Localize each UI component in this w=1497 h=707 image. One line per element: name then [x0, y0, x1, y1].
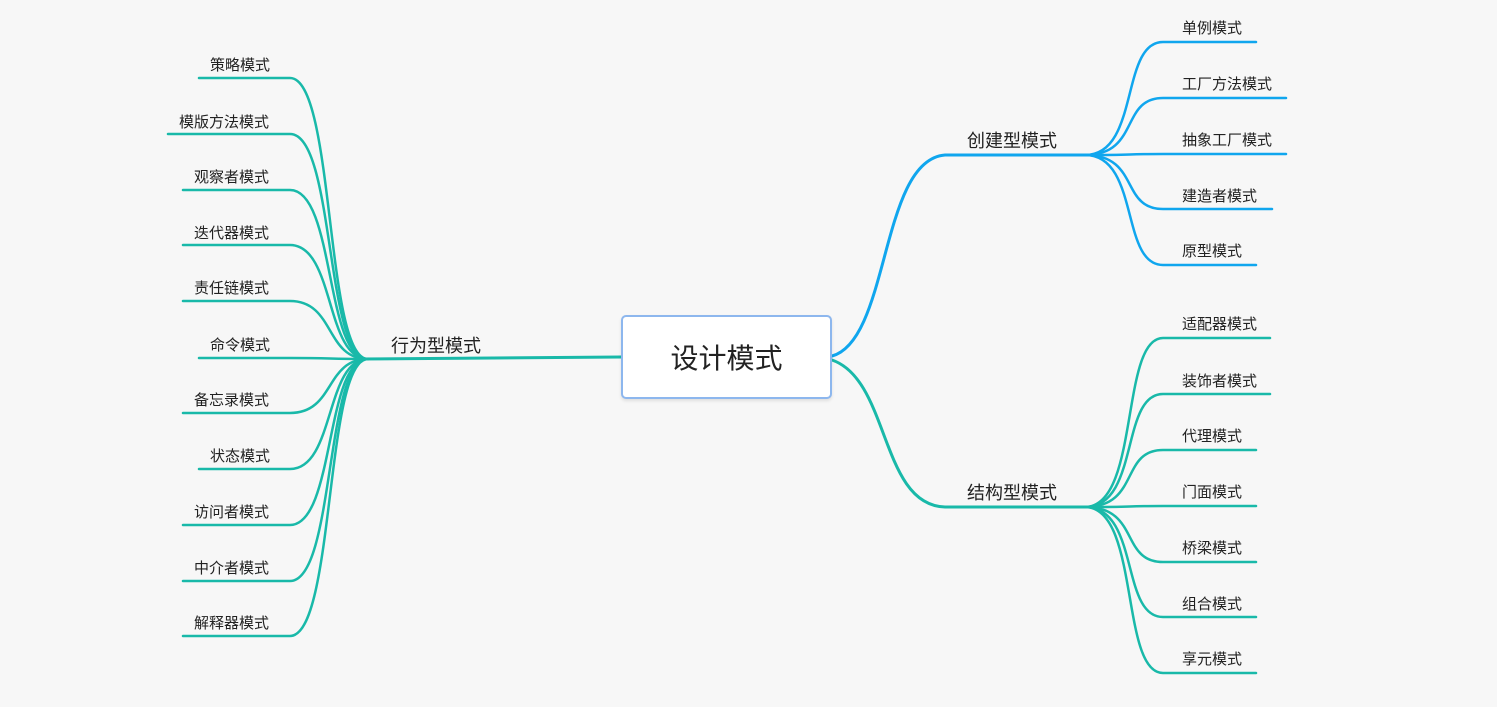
leaf-behavioral-3[interactable]: 观察者模式	[194, 168, 270, 186]
link-creational-2	[1083, 96, 1288, 157]
link-creational-3	[1083, 152, 1288, 157]
leaf-behavioral-5[interactable]: 责任链模式	[194, 279, 270, 297]
leaf-creational-5[interactable]: 原型模式	[1182, 242, 1243, 260]
branch-structural[interactable]: 结构型模式	[967, 483, 1057, 504]
link-behavioral-4	[181, 243, 370, 361]
leaf-behavioral-4[interactable]: 迭代器模式	[194, 224, 270, 242]
leaf-structural-1[interactable]: 适配器模式	[1182, 315, 1258, 333]
leaf-creational-1[interactable]: 单例模式	[1182, 19, 1243, 37]
root-node-label: 设计模式	[670, 342, 783, 375]
link-structural-2	[1083, 392, 1272, 509]
link-creational-4	[1083, 153, 1274, 211]
link-root-structural	[830, 358, 1092, 509]
leaf-structural-6[interactable]: 组合模式	[1182, 595, 1243, 613]
leaf-behavioral-1[interactable]: 策略模式	[210, 56, 271, 74]
link-structural-5	[1083, 505, 1258, 564]
link-structural-3	[1083, 448, 1258, 509]
link-behavioral-9	[181, 357, 370, 527]
leaf-behavioral-2[interactable]: 模版方法模式	[179, 113, 270, 131]
link-structural-1	[1083, 336, 1272, 509]
link-creational-1	[1083, 40, 1258, 157]
leaf-creational-4[interactable]: 建造者模式	[1182, 187, 1258, 205]
link-behavioral-5	[181, 299, 370, 361]
link-behavioral-6	[197, 356, 370, 361]
link-creational-5	[1083, 153, 1258, 267]
leaf-structural-5[interactable]: 桥梁模式	[1182, 539, 1243, 557]
leaf-structural-4[interactable]: 门面模式	[1182, 483, 1243, 501]
leaf-creational-3[interactable]: 抽象工厂模式	[1182, 131, 1273, 149]
leaf-structural-2[interactable]: 装饰者模式	[1182, 372, 1258, 390]
link-root-behavioral	[358, 355, 623, 361]
link-behavioral-8	[197, 357, 370, 471]
leaf-structural-7[interactable]: 享元模式	[1182, 650, 1243, 668]
branch-behavioral[interactable]: 行为型模式	[391, 336, 481, 357]
link-behavioral-1	[197, 76, 370, 361]
leaf-behavioral-9[interactable]: 访问者模式	[194, 503, 270, 521]
leaf-behavioral-10[interactable]: 中介者模式	[194, 559, 270, 577]
link-structural-7	[1083, 505, 1258, 675]
link-behavioral-11	[181, 357, 370, 638]
root-node[interactable]: 设计模式	[621, 315, 832, 399]
branch-creational[interactable]: 创建型模式	[967, 131, 1057, 152]
leaf-behavioral-8[interactable]: 状态模式	[210, 447, 271, 465]
leaf-behavioral-6[interactable]: 命令模式	[210, 336, 271, 354]
leaf-structural-3[interactable]: 代理模式	[1182, 427, 1243, 445]
leaf-creational-2[interactable]: 工厂方法模式	[1182, 75, 1273, 93]
link-behavioral-3	[181, 188, 370, 361]
link-root-creational	[830, 153, 1092, 358]
link-structural-6	[1083, 505, 1258, 619]
link-behavioral-2	[166, 132, 370, 361]
leaf-behavioral-11[interactable]: 解释器模式	[194, 614, 270, 632]
link-behavioral-7	[181, 357, 370, 415]
link-structural-4	[1083, 504, 1258, 509]
leaf-behavioral-7[interactable]: 备忘录模式	[194, 391, 270, 409]
